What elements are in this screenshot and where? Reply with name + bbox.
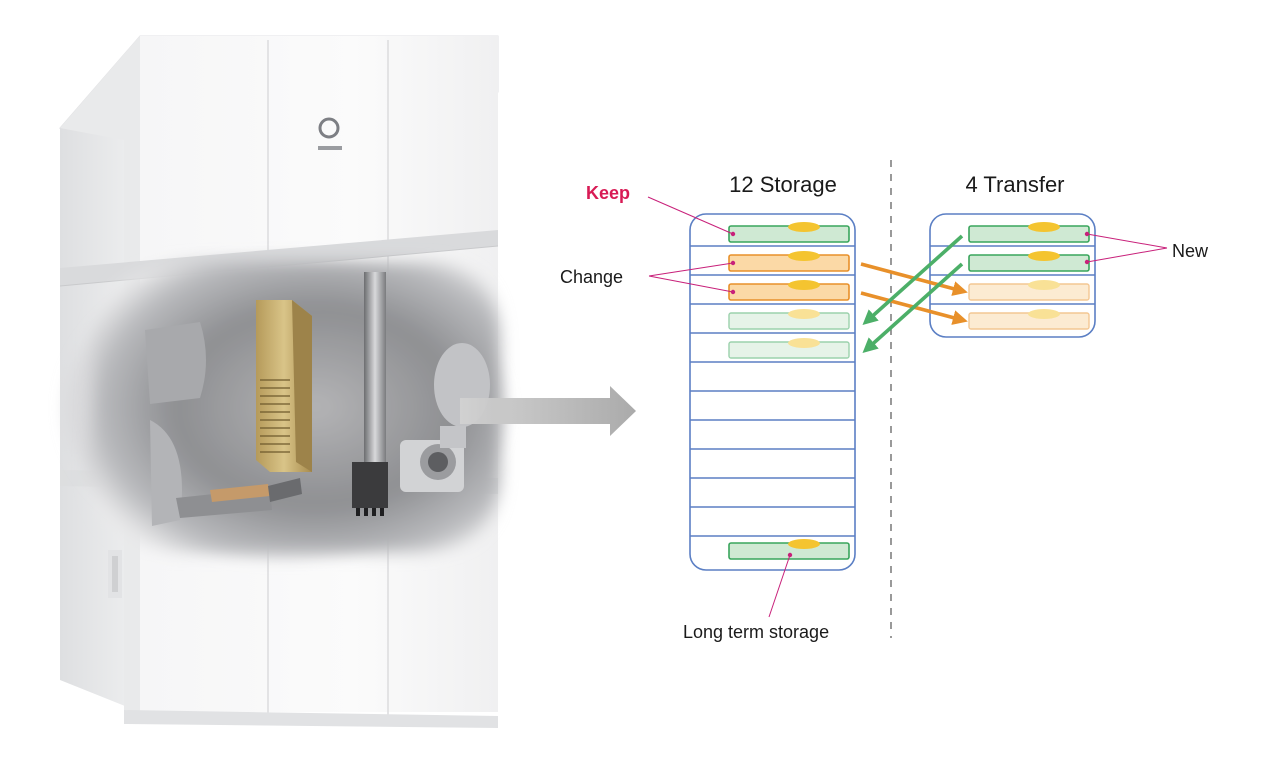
sample-cassette-icon bbox=[256, 300, 312, 472]
transfer-cartridge-outgoing-1 bbox=[968, 280, 1090, 301]
keep-label: Keep bbox=[586, 183, 630, 203]
transfer-title: 4 Transfer bbox=[965, 172, 1064, 197]
transfer-cartridge-new-2 bbox=[968, 251, 1090, 272]
transfer-rack bbox=[929, 213, 1096, 338]
transfer-cartridge-new-1 bbox=[968, 222, 1090, 243]
green-arrow-icon bbox=[862, 262, 964, 354]
storage-cartridge-keep bbox=[728, 222, 850, 243]
pointer-dots bbox=[730, 231, 1090, 558]
change-label: Change bbox=[560, 267, 623, 287]
storage-cartridge-incoming-2 bbox=[728, 338, 850, 359]
exchange-arrows bbox=[860, 234, 968, 354]
green-arrow-icon bbox=[862, 234, 964, 326]
brand-logo-icon bbox=[318, 117, 342, 150]
storage-rack bbox=[689, 213, 856, 571]
transfer-cartridge-outgoing-2 bbox=[968, 309, 1090, 330]
storage-cartridge-change-1 bbox=[728, 251, 850, 272]
storage-cartridge-change-2 bbox=[728, 280, 850, 301]
cutaway-window bbox=[67, 260, 503, 556]
zoom-arrow-icon bbox=[460, 386, 636, 436]
new-label: New bbox=[1172, 241, 1209, 261]
long-term-storage-label: Long term storage bbox=[683, 622, 829, 642]
storage-cartridge-incoming-1 bbox=[728, 309, 850, 330]
storage-title: 12 Storage bbox=[729, 172, 837, 197]
label-pointers bbox=[647, 196, 1168, 618]
orange-arrow-icon bbox=[860, 262, 968, 296]
instrument-illustration bbox=[58, 35, 503, 728]
storage-cartridge-long-term bbox=[728, 539, 850, 560]
orange-arrow-icon bbox=[860, 291, 968, 325]
